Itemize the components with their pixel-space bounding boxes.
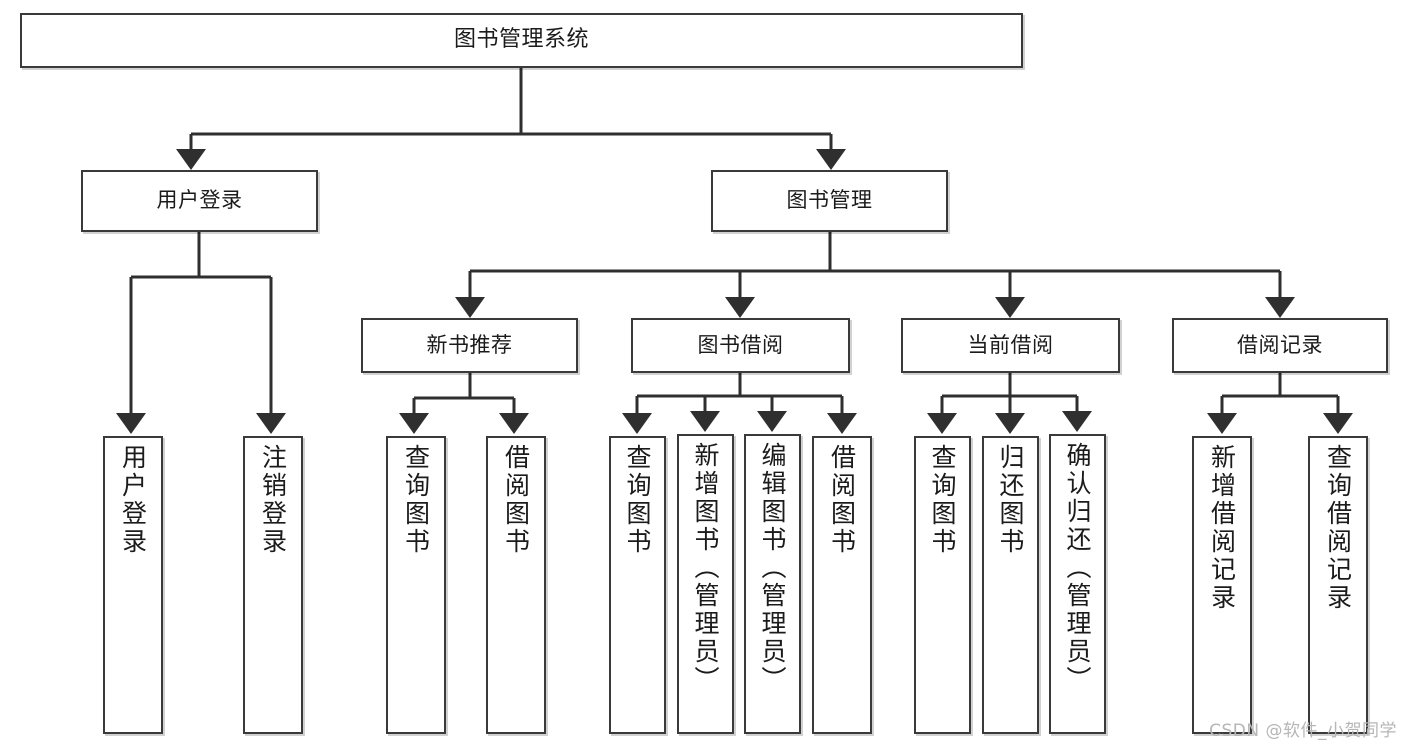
node-label: 用户登录 — [156, 188, 243, 213]
leaf-borrow-book-borrow[interactable]: 借阅图书 — [812, 436, 872, 734]
node-label: 查询图书 — [623, 444, 652, 556]
node-label: 注销登录 — [258, 444, 288, 556]
node-new-book-recommend[interactable]: 新书推荐 — [361, 318, 578, 373]
node-label: 新增图书（管理员） — [691, 442, 720, 694]
node-label: 归还图书 — [996, 444, 1025, 556]
node-label: 查询图书 — [401, 444, 431, 556]
node-label: 当前借阅 — [967, 332, 1054, 357]
node-label: 新书推荐 — [426, 332, 513, 357]
node-book-borrow[interactable]: 图书借阅 — [631, 318, 850, 373]
leaf-query-book-borrow[interactable]: 查询图书 — [609, 436, 666, 734]
node-user-login[interactable]: 用户登录 — [81, 170, 318, 232]
node-label: 新增借阅记录 — [1207, 444, 1237, 612]
node-label: 借阅图书 — [501, 444, 531, 556]
leaf-add-book-admin[interactable]: 新增图书（管理员） — [677, 434, 734, 734]
node-label: 查询图书 — [928, 444, 957, 556]
leaf-add-borrow-record[interactable]: 新增借阅记录 — [1192, 436, 1252, 734]
node-book-manage[interactable]: 图书管理 — [711, 170, 948, 232]
node-label: 借阅图书 — [827, 444, 857, 556]
leaf-query-book-current[interactable]: 查询图书 — [914, 436, 971, 734]
node-current-borrow[interactable]: 当前借阅 — [901, 318, 1120, 373]
leaf-query-book-recommend[interactable]: 查询图书 — [386, 436, 446, 734]
node-label: 图书管理系统 — [453, 27, 589, 53]
node-root-system[interactable]: 图书管理系统 — [20, 13, 1023, 68]
node-label: 查询借阅记录 — [1323, 444, 1353, 612]
leaf-confirm-return-admin[interactable]: 确认归还（管理员） — [1049, 434, 1106, 734]
leaf-query-borrow-record[interactable]: 查询借阅记录 — [1308, 436, 1368, 734]
node-label: 编辑图书（管理员） — [758, 442, 787, 694]
node-label: 确认归还（管理员） — [1063, 442, 1092, 694]
node-label: 图书管理 — [786, 188, 873, 213]
csdn-watermark: CSDN @软件_小贺同学 — [1209, 721, 1397, 741]
leaf-edit-book-admin[interactable]: 编辑图书（管理员） — [744, 434, 801, 734]
leaf-user-login[interactable]: 用户登录 — [103, 436, 163, 734]
leaf-user-logout[interactable]: 注销登录 — [243, 436, 303, 734]
leaf-return-book[interactable]: 归还图书 — [982, 436, 1039, 734]
leaf-borrow-book-recommend[interactable]: 借阅图书 — [486, 436, 546, 734]
node-borrow-record[interactable]: 借阅记录 — [1172, 318, 1388, 373]
node-label: 图书借阅 — [697, 332, 784, 357]
node-label: 用户登录 — [118, 444, 148, 556]
node-label: 借阅记录 — [1237, 332, 1323, 357]
